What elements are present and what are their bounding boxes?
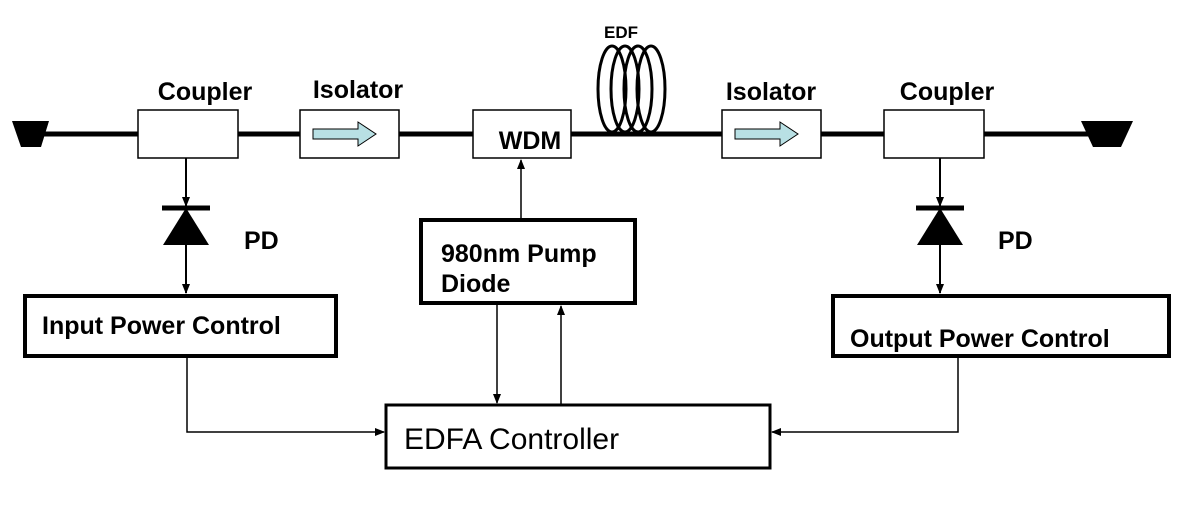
output-photodiode-icon [916,205,964,245]
output-power-control-box [831,294,1171,358]
input-control-link [186,358,385,436]
output-coupler-label: Coupler [900,78,995,106]
wdm-box [472,109,572,159]
input-isolator-label: Isolator [313,76,404,104]
input-coupler-label: Coupler [158,78,253,106]
edf-coil-icon [596,44,667,134]
edf-label: EDF [604,23,638,42]
edfa-controller-box [384,403,772,470]
pump-diode-box [419,218,637,305]
isolator-arrow-icon [312,121,377,147]
wdm-label: WDM [499,127,561,155]
output-connector [1081,121,1133,147]
input-connector [12,121,49,147]
output-coupler [883,109,985,159]
input-power-control-box [23,294,338,358]
output-pd-label: PD [998,227,1033,255]
output-power-control-label: Output Power Control [850,325,1110,353]
input-photodiode-icon [162,205,210,245]
pump-diode-label-line2: Diode [441,270,511,298]
input-coupler [137,109,239,159]
pump-diode-label-line1: 980nm Pump [441,240,597,268]
input-power-control-label: Input Power Control [42,312,281,340]
output-control-link [771,358,959,436]
input-pd-label: PD [244,227,279,255]
isolator-arrow-icon [734,121,799,147]
edfa-controller-label: EDFA Controller [404,423,619,456]
output-isolator-label: Isolator [726,78,817,106]
